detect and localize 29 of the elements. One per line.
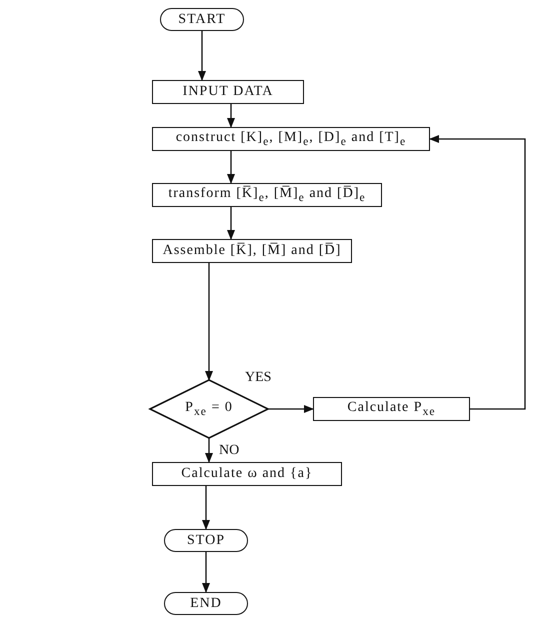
- process-box: [152, 462, 342, 486]
- arrow: [268, 405, 314, 413]
- process-box: [152, 239, 352, 263]
- node-text: Assemble [K̅], [M̅] and [D̅]: [162, 243, 342, 259]
- terminal-pill: [164, 529, 248, 552]
- node-text: Calculate ω and {a}: [181, 466, 313, 482]
- arrow: [205, 438, 213, 463]
- node-text: P$_{xe}$ = 0: [185, 400, 233, 418]
- process-box: [152, 183, 382, 207]
- node-text: construct [K]$_{e}$, [M]$_{e}$, [D]$_{e}$ and [T]$_{e}$: [176, 130, 406, 148]
- arrow: [429, 135, 526, 410]
- process-box: [313, 397, 470, 421]
- node-text: Calculate P$_{xe}$: [347, 400, 436, 418]
- node-text: INPUT DATA: [182, 84, 274, 100]
- terminal-pill: [164, 592, 248, 615]
- arrow: [227, 207, 235, 240]
- arrow: [198, 31, 206, 81]
- arrow: [227, 104, 235, 128]
- terminal-pill: [160, 8, 244, 31]
- node-text: START: [178, 12, 226, 28]
- arrow: [205, 263, 213, 381]
- node-text: END: [190, 596, 222, 612]
- arrow: [227, 151, 235, 184]
- node-text: transform [K̅]$_{e}$, [M̅]$_{e}$ and [D̅]$_{e}$: [168, 186, 366, 204]
- node-text: STOP: [187, 532, 225, 548]
- process-box: [152, 80, 304, 104]
- arrow: [202, 552, 210, 593]
- arrow: [202, 486, 210, 530]
- process-box: [152, 127, 430, 151]
